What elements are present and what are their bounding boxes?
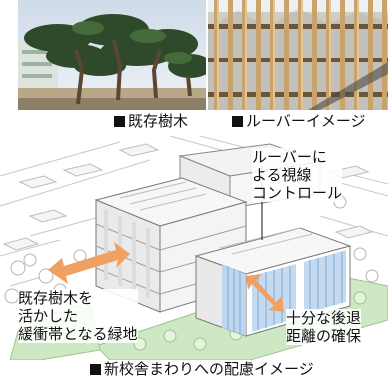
label-setback-distance: 十分な後退 距離の確保	[286, 309, 362, 345]
photo-louver	[208, 0, 388, 110]
square-bullet-icon	[114, 116, 125, 127]
caption-consideration-image: 新校舎まわりへの配慮イメージ	[90, 362, 314, 377]
caption-existing-trees: 既存樹木	[114, 114, 188, 129]
square-bullet-icon	[232, 116, 243, 127]
label-green-buffer: 既存樹木を 活かした 緩衝帯となる緑地	[18, 289, 138, 343]
square-bullet-icon	[90, 364, 101, 375]
caption-louver: ルーバーイメージ	[232, 114, 366, 129]
distance-arrow-icon	[48, 242, 284, 312]
photo-existing-trees	[18, 0, 206, 110]
label-louver-sightline: ルーバーに よる視線 コントロール	[252, 148, 343, 202]
